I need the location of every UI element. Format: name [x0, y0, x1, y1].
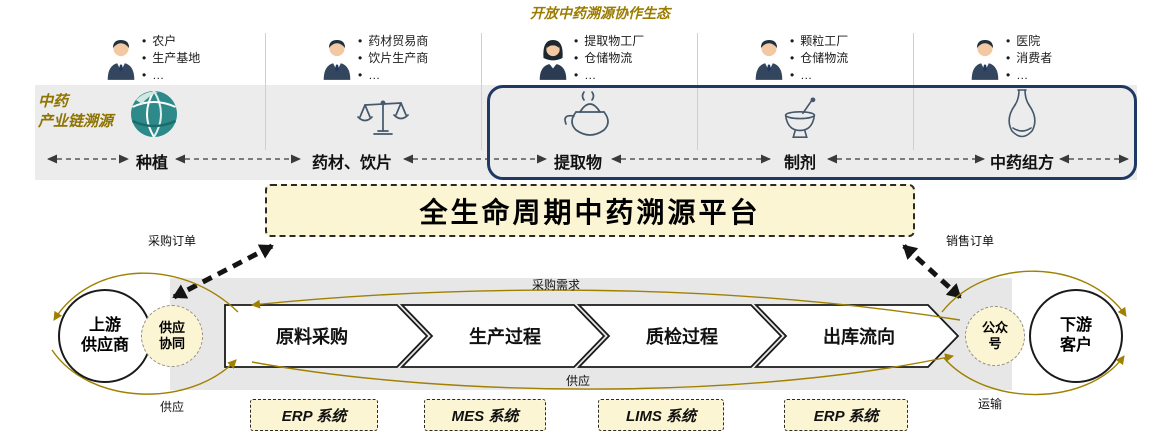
step-label-qc: 质检过程	[646, 327, 718, 347]
stakeholder-item: …	[800, 68, 813, 82]
bullet-icon	[574, 50, 578, 67]
stakeholder-item: 提取物工厂	[584, 34, 645, 48]
balance-scale-icon	[357, 94, 409, 140]
person-icon	[750, 36, 788, 80]
bullet-icon	[358, 67, 362, 84]
sales-order-label: 销售订单	[946, 234, 995, 248]
bullet-icon	[574, 67, 578, 84]
mortar-pestle-icon	[777, 96, 823, 142]
stakeholder-item: 农户	[152, 34, 177, 48]
upstream-line1: 上游	[88, 317, 121, 334]
stakeholder-item: …	[584, 68, 597, 82]
kettle-icon	[560, 90, 620, 142]
bullet-icon	[1006, 67, 1010, 84]
stakeholder-list: 颗粒工厂 仓储物流 …	[790, 33, 848, 84]
chain-trace-label-line2: 产业链溯源	[38, 113, 114, 130]
supply-label: 供应	[565, 374, 591, 388]
public-line2: 号	[988, 336, 1002, 351]
stakeholder-list: 医院 消费者 …	[1006, 33, 1052, 84]
stage-label-formula: 中药组方	[989, 155, 1055, 172]
public-account-circle: 公众 号	[965, 306, 1025, 366]
chain-trace-label: 中药 产业链溯源	[38, 92, 113, 132]
column-divider	[265, 33, 266, 150]
transport-label: 运输	[977, 397, 1003, 411]
trace-sphere-icon	[128, 88, 180, 140]
synergy-line2: 协同	[158, 336, 185, 351]
bullet-icon	[790, 33, 794, 50]
stakeholder-item: 药材贸易商	[368, 34, 429, 48]
bullet-icon	[358, 33, 362, 50]
bullet-icon	[142, 50, 146, 67]
bullet-icon	[1006, 50, 1010, 67]
stakeholder-item: 消费者	[1016, 51, 1053, 65]
downstream-customer-circle: 下游 客户	[1029, 289, 1123, 383]
chain-trace-label-line1: 中药	[38, 93, 69, 110]
step-label-procurement: 原料采购	[276, 327, 348, 347]
stakeholder-item: …	[1016, 68, 1029, 82]
demand-label: 采购需求	[531, 278, 581, 292]
bullet-icon	[574, 33, 578, 50]
ecosystem-highlight-frame	[487, 85, 1137, 180]
stakeholder-item: …	[152, 68, 165, 82]
bullet-icon	[790, 67, 794, 84]
stage-label-materials: 药材、饮片	[311, 155, 393, 172]
upstream-line2: 供应商	[80, 337, 129, 354]
upstream-supplier-circle: 上游 供应商	[58, 289, 152, 383]
stakeholder-list: 药材贸易商 饮片生产商 …	[358, 33, 428, 84]
downstream-line1: 下游	[1059, 317, 1092, 334]
gourd-flask-icon	[1004, 88, 1040, 144]
platform-banner: 全生命周期中药溯源平台	[265, 184, 915, 237]
person-icon	[966, 36, 1004, 80]
stakeholder-item: 饮片生产商	[368, 51, 429, 65]
stakeholder-item: 医院	[1016, 34, 1041, 48]
person-icon	[102, 36, 140, 80]
bullet-icon	[790, 50, 794, 67]
bullet-icon	[142, 33, 146, 50]
stage-label-preparation: 制剂	[783, 155, 817, 172]
downstream-line2: 客户	[1059, 337, 1092, 354]
column-divider	[697, 33, 698, 150]
stage-label-planting: 种植	[135, 155, 169, 172]
stakeholder-list: 提取物工厂 仓储物流 …	[574, 33, 644, 84]
person-icon-female	[534, 36, 572, 80]
person-icon	[318, 36, 356, 80]
stage-label-extract: 提取物	[553, 155, 603, 172]
stakeholder-item: 生产基地	[152, 51, 201, 65]
stakeholder-item: 仓储物流	[584, 51, 633, 65]
supply-synergy-circle: 供应 协同	[141, 305, 203, 367]
step-label-outbound: 出库流向	[823, 327, 895, 347]
synergy-line1: 供应	[158, 320, 185, 335]
stakeholder-item: 颗粒工厂	[800, 34, 849, 48]
stakeholder-item: 仓储物流	[800, 51, 849, 65]
column-divider	[481, 33, 482, 150]
stakeholder-list: 农户 生产基地 …	[142, 33, 200, 84]
erp-system-box: ERP 系统	[250, 399, 378, 431]
column-divider	[913, 33, 914, 150]
bullet-icon	[358, 50, 362, 67]
stakeholder-item: …	[368, 68, 381, 82]
diagram-title: 开放中药溯源协作生态	[530, 5, 670, 21]
supply-left-label: 供应	[159, 400, 185, 414]
lims-system-box: LIMS 系统	[598, 399, 724, 431]
bullet-icon	[142, 67, 146, 84]
purchase-order-label: 采购订单	[148, 234, 197, 248]
public-line1: 公众	[981, 320, 1008, 335]
mes-system-box: MES 系统	[424, 399, 546, 431]
step-label-production: 生产过程	[469, 327, 541, 347]
industry-chain-band	[35, 85, 1137, 180]
bullet-icon	[1006, 33, 1010, 50]
erp-system-box-2: ERP 系统	[784, 399, 908, 431]
